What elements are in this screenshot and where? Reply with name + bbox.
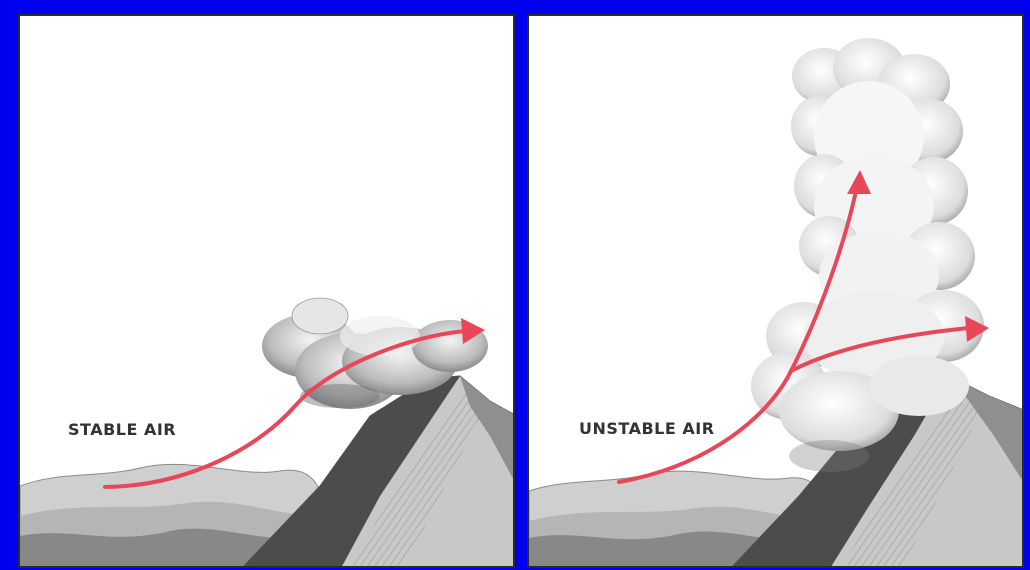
stable-air-illustration xyxy=(20,16,515,568)
unstable-air-illustration xyxy=(529,16,1024,568)
unstable-air-panel: UNSTABLE AIR xyxy=(527,14,1024,568)
stable-air-panel: STABLE AIR xyxy=(18,14,515,568)
unstable-cumulus-cloud xyxy=(751,38,984,472)
stable-air-label: STABLE AIR xyxy=(68,420,176,439)
unstable-air-label: UNSTABLE AIR xyxy=(579,419,715,438)
